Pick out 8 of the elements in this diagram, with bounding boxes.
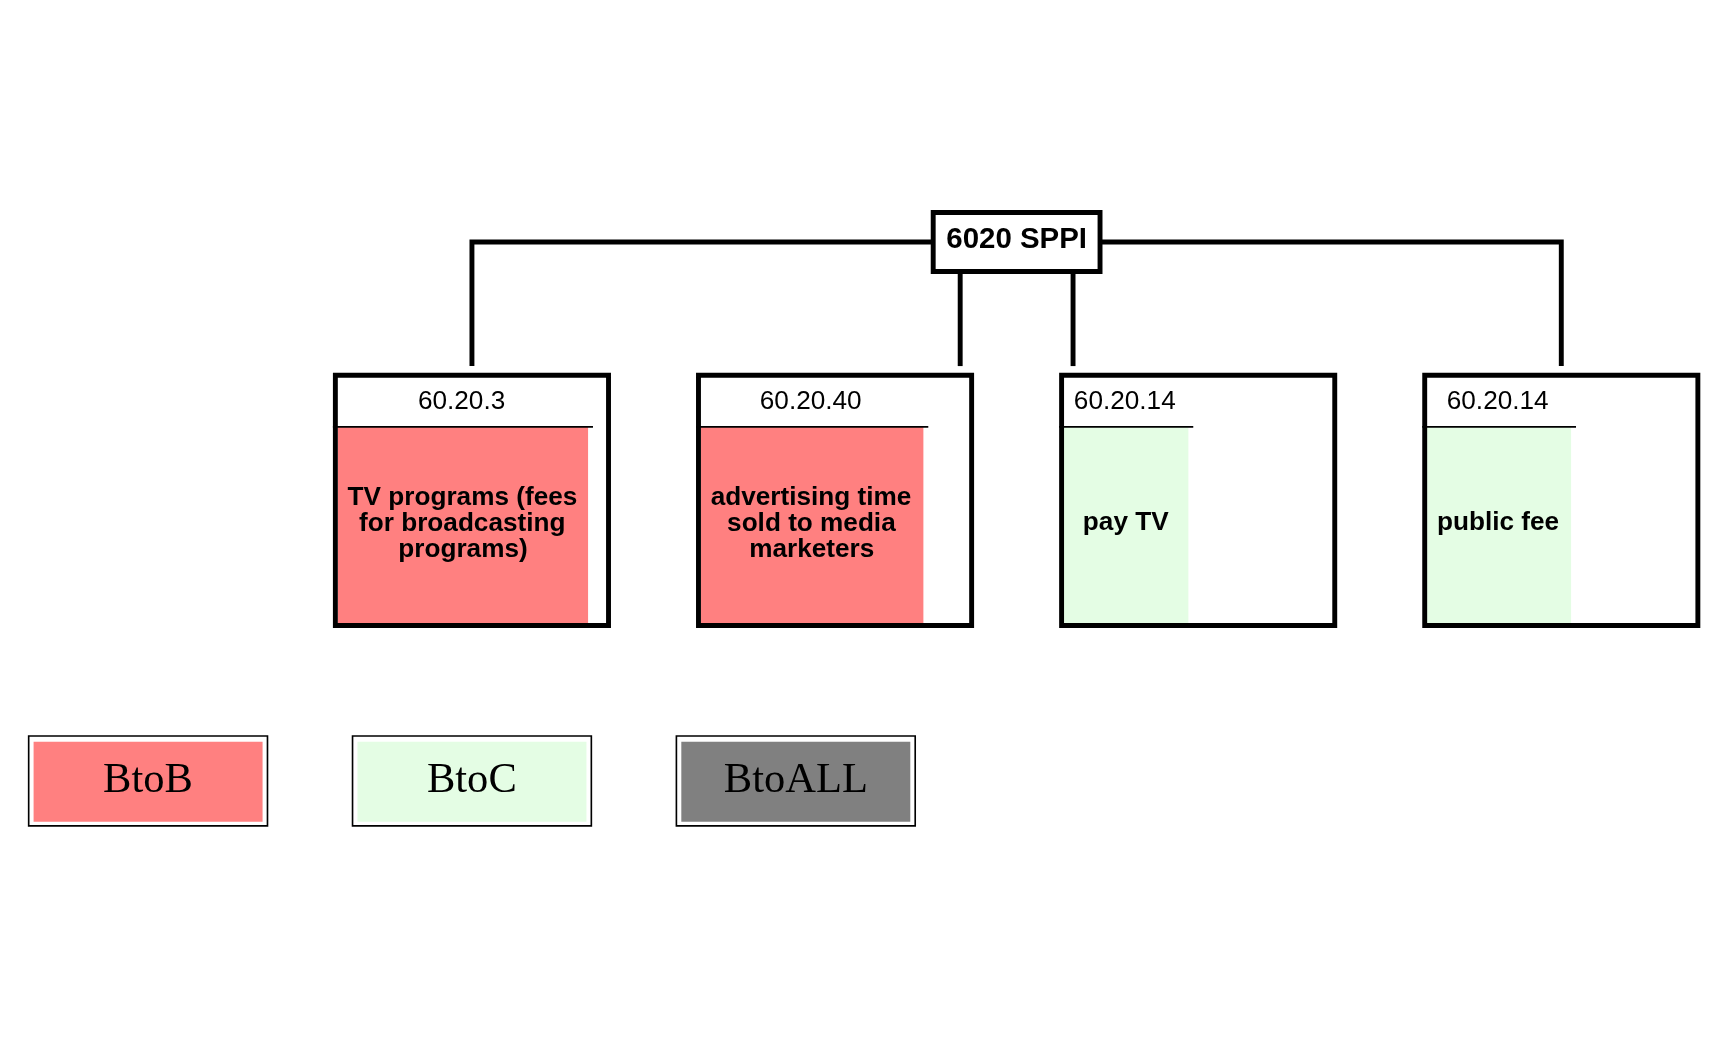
- connector: [957, 271, 963, 367]
- node-box: 6020 SPPI: [930, 210, 1103, 274]
- connector: [469, 239, 933, 366]
- legend-label: BtoC: [426, 754, 517, 802]
- connector: [1100, 239, 1564, 366]
- legend-label: BtoALL: [723, 754, 868, 802]
- connector: [1070, 271, 1076, 367]
- legend-label: BtoB: [103, 754, 193, 802]
